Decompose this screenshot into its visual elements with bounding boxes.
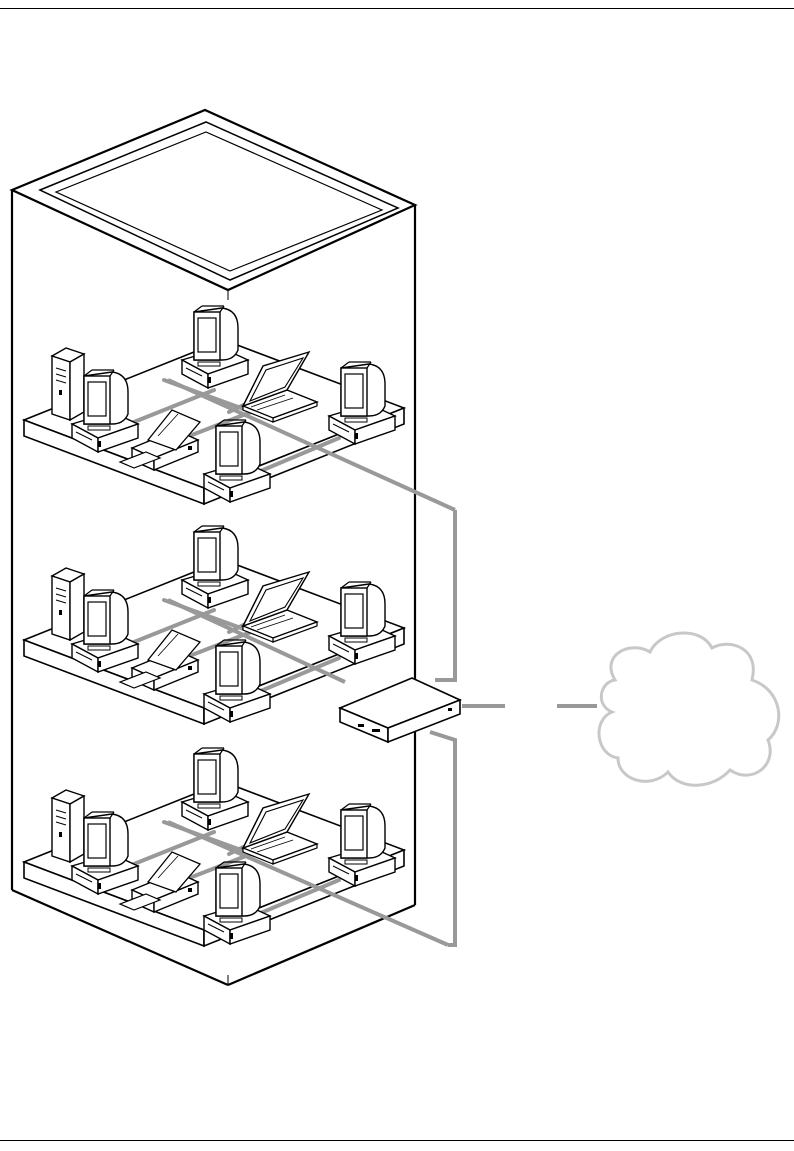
cloud-icon [599, 633, 779, 785]
floor-2 [24, 526, 404, 724]
floor-1 [24, 306, 455, 510]
router-icon [340, 678, 460, 742]
floor-3 [24, 748, 448, 946]
uplink-cables [430, 510, 455, 945]
